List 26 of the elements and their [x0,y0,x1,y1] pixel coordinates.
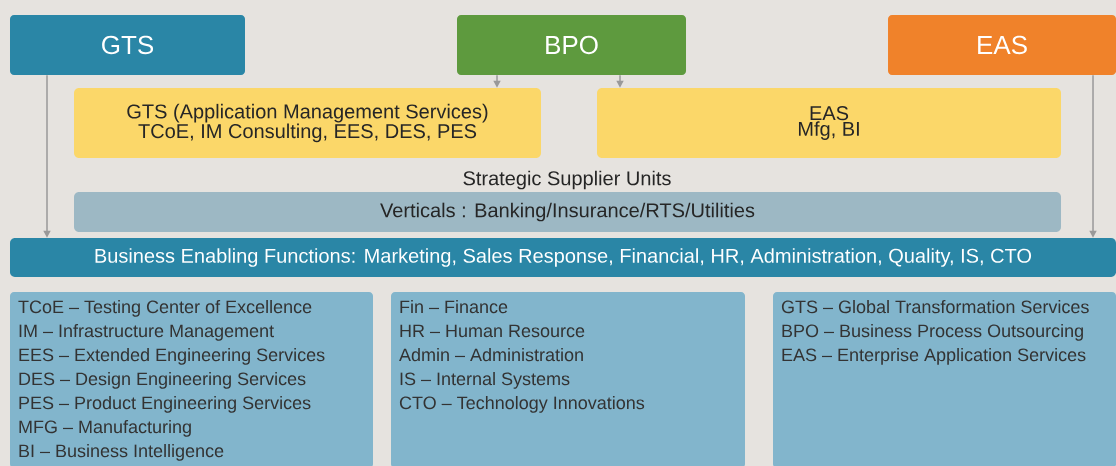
offering-box: EAS Mfg, BI [597,88,1061,158]
glossary-panel [10,292,373,466]
unit-box: BPO [457,15,686,75]
glossary-entry: DES – Design Engineering Services [19,372,306,389]
glossary-entry: EES – Extended Engineering Services [19,348,325,365]
unit-box: GTS [10,15,245,75]
glossary-entry: EAS – Enterprise Application Services [782,348,1086,365]
unit-box: EAS [888,15,1116,75]
glossary-entry: CTO – Technology Innovations [399,396,645,413]
glossary-entry: HR – Human Resource [400,324,585,338]
glossary-entry: TCoE – Testing Center of Excellence [18,300,312,317]
glossary-entry: Fin – Finance [400,300,508,314]
glossary-entry: IM – Infrastructure Management [19,324,274,341]
verticals-band: Verticals : Banking/Insurance/RTS/Utilities [74,192,1061,232]
glossary-entry: GTS – Global Transformation Services [781,300,1089,314]
glossary-entry: BI – Business Intelligence [19,444,224,461]
glossary-entry: BPO – Business Process Outsourcing [782,324,1083,341]
functions-bar: Business Enabling Functions: Marketing, Sales Response, Financial, HR, Administration, Quality, IS, CTO [10,238,1116,277]
glossary-entry: PES – Product Engineering Services [19,396,311,413]
glossary-panel [773,292,1116,466]
caption-text: Strategic Supplier Units [463,170,671,190]
glossary-entry: Admin – Administration [399,348,583,362]
glossary-entry: IS – Internal Systems [400,372,570,389]
glossary-panel [391,292,745,466]
offering-box: GTS (Application Management Services) TCoE, IM Consulting, EES, DES, PES [74,88,541,158]
glossary-entry: MFG – Manufacturing [19,420,191,437]
